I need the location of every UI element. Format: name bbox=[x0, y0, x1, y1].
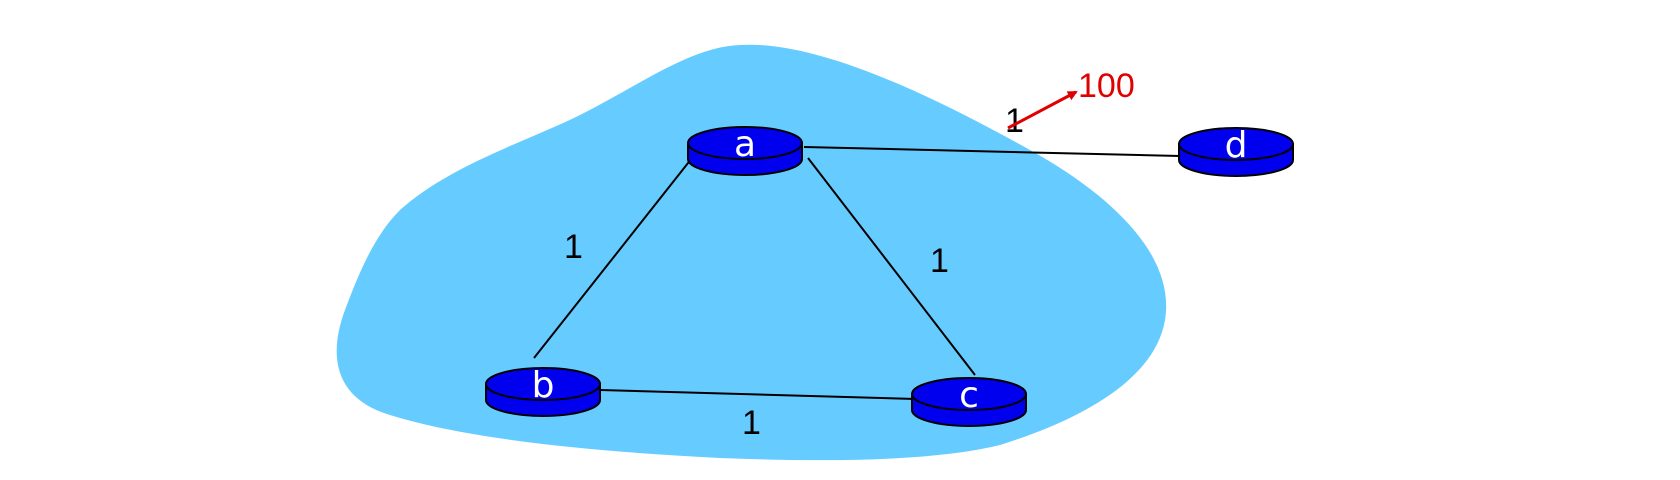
cost-change-arrow bbox=[1007, 90, 1078, 130]
link-a-c bbox=[807, 157, 976, 376]
router-a: a bbox=[687, 124, 803, 176]
cost-label-a-d-new: 100 bbox=[1078, 67, 1135, 105]
cost-label-a-c: 1 bbox=[930, 242, 949, 280]
router-b: b bbox=[485, 365, 601, 417]
router-label-c: c bbox=[959, 375, 979, 416]
router-d: d bbox=[1178, 125, 1294, 177]
router-label-d: d bbox=[1225, 125, 1248, 166]
router-label-b: b bbox=[532, 365, 555, 406]
cost-label-b-c: 1 bbox=[742, 404, 761, 442]
link-b-c bbox=[599, 389, 917, 400]
cost-label-a-d-old: 1 bbox=[1005, 102, 1024, 140]
link-a-b bbox=[533, 157, 693, 359]
network-region bbox=[336, 44, 1167, 461]
link-a-d bbox=[803, 146, 1181, 157]
router-c: c bbox=[911, 375, 1027, 427]
router-label-a: a bbox=[734, 124, 756, 165]
cost-label-a-b: 1 bbox=[564, 228, 583, 266]
